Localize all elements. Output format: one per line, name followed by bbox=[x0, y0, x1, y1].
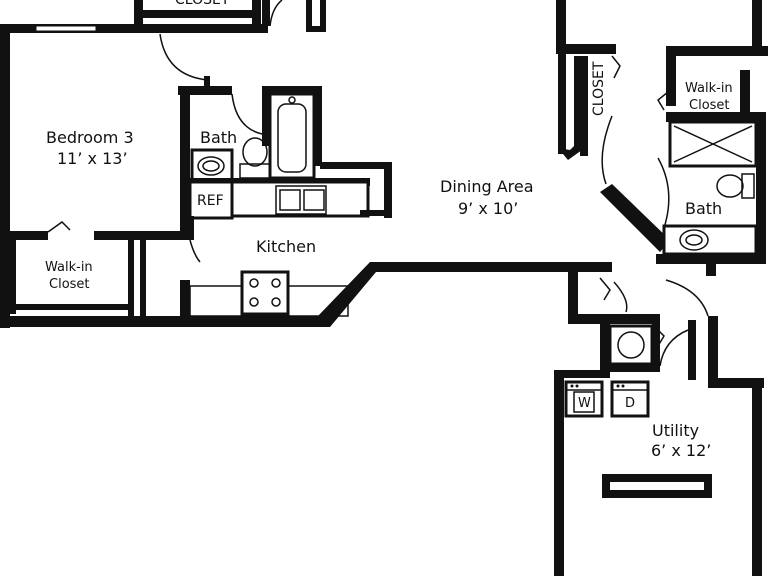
wall-segment bbox=[262, 0, 270, 26]
utility-walls bbox=[554, 268, 764, 576]
door-swing bbox=[657, 157, 670, 229]
top-closet-fragment: CLOSET bbox=[134, 0, 261, 24]
door-jamb bbox=[204, 76, 210, 88]
door-swing bbox=[159, 33, 209, 81]
door-swing bbox=[665, 279, 709, 317]
walkin-right-line2: Closet bbox=[689, 98, 730, 113]
ref-label: REF bbox=[197, 193, 224, 209]
bedroom3-size: 11’ x 13’ bbox=[57, 149, 128, 168]
diagonal-wall bbox=[318, 262, 612, 327]
door-swing bbox=[189, 239, 201, 263]
bath-right-fixtures bbox=[662, 120, 758, 256]
dryer-label: D bbox=[625, 396, 635, 411]
door-leaf bbox=[609, 197, 665, 251]
washer-label: W bbox=[578, 396, 591, 411]
right-wing-walls bbox=[556, 0, 768, 276]
door-swing bbox=[231, 93, 263, 135]
door-leaf bbox=[657, 91, 669, 111]
closet-right-label: CLOSET bbox=[591, 61, 607, 116]
door-leaf bbox=[599, 277, 611, 301]
dryer-appliance: D bbox=[610, 380, 650, 418]
wall-opening bbox=[312, 0, 320, 26]
utility-name: Utility bbox=[652, 421, 699, 440]
utility-shelf-inner bbox=[610, 482, 704, 490]
dining-name: Dining Area bbox=[440, 177, 534, 196]
walkin-right-line1: Walk-in bbox=[685, 81, 733, 96]
bath-left-name: Bath bbox=[200, 128, 237, 147]
bedroom3-name: Bedroom 3 bbox=[46, 128, 134, 147]
left-wing-walls bbox=[0, 24, 330, 328]
dining-size: 9’ x 10’ bbox=[458, 199, 518, 218]
top-closet-label: CLOSET bbox=[175, 0, 230, 8]
door-swing bbox=[659, 329, 689, 367]
door-leaf bbox=[653, 325, 665, 347]
kitchen-name: Kitchen bbox=[256, 237, 316, 256]
door-swing bbox=[601, 115, 613, 185]
door-leaf bbox=[611, 55, 621, 79]
washer-appliance: W bbox=[564, 380, 604, 418]
utility-size: 6’ x 12’ bbox=[651, 441, 711, 460]
door-leaf bbox=[47, 221, 71, 233]
door-swing bbox=[269, 0, 283, 27]
door-swing bbox=[613, 281, 628, 313]
walkin-left-line1: Walk-in bbox=[45, 260, 93, 275]
walkin-left-line2: Closet bbox=[49, 277, 90, 292]
kitchen-fixtures bbox=[184, 162, 392, 317]
bath-right-name: Bath bbox=[685, 199, 722, 218]
